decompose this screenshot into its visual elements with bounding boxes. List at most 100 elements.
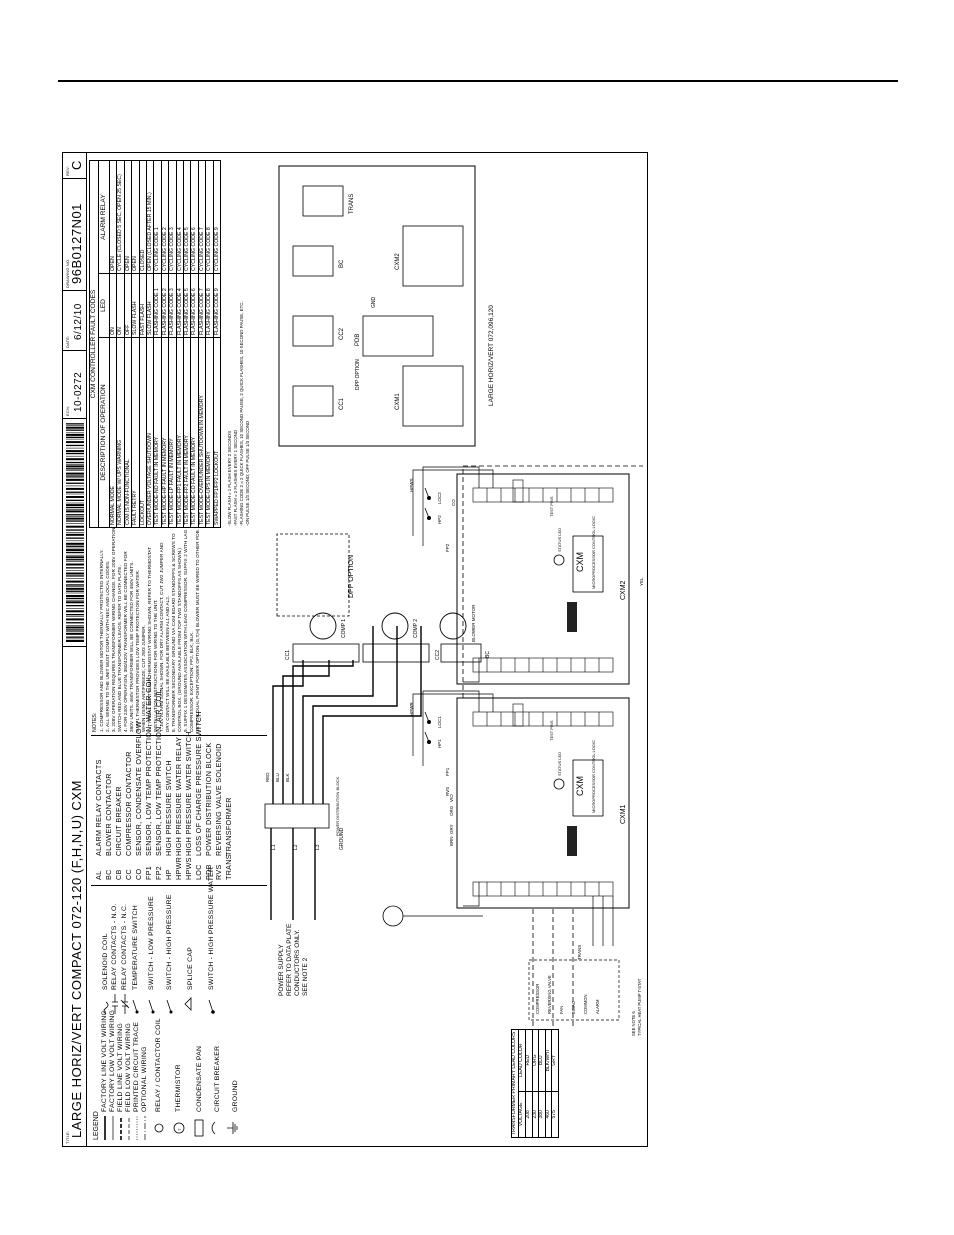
barcode-bar (66, 482, 84, 484)
abbr-8: HPWRHIGH PRESSURE WATER RELAY (174, 736, 183, 880)
note-line: 8. TRANSFORMER SECONDARY GROUND VIA CXM … (171, 533, 176, 732)
barcode-bar (66, 597, 84, 600)
barcode-bar (66, 561, 84, 562)
drawing-number-cell: DRAWING NO. 96B0127N01 (63, 178, 87, 290)
legend-condensate-pan: CONDENSATE PAN (196, 1045, 203, 1112)
barcode-bar (66, 429, 84, 431)
barcode-bar (66, 640, 84, 642)
barcode-bar (66, 567, 84, 569)
legend-factory-line-volt: FACTORY LINE VOLT WIRING (101, 1009, 108, 1112)
legend-optional-wiring: OPTIONAL WIRING (141, 1046, 148, 1112)
barcode-bar (66, 575, 84, 577)
note-line: CONTROL BOX. (GROUND AVAILABLE FROM TOP … (177, 547, 182, 732)
barcode-bar (66, 485, 84, 487)
legend-splice-cap: SPLICE CAP (187, 946, 194, 990)
tstat-terminal: COMPRESSOR (535, 984, 540, 1014)
pdb-label: POWER DISTRIBUTION BLOCK (335, 777, 340, 836)
bc-label: BC (485, 651, 491, 658)
panel-cc1: CC1 (339, 397, 345, 410)
barcode-bar (66, 438, 84, 440)
fault-footnote: -SLOW FLASH = 1 FLASH EVERY 2 SECONDS (227, 430, 232, 526)
notes-title: NOTES: (92, 712, 98, 732)
barcode-bar (66, 509, 84, 510)
barcode-bar (66, 625, 84, 626)
cxm2-board (456, 473, 630, 685)
wire-color-red: RED (265, 772, 270, 782)
terminal-label: GROUND (339, 827, 345, 850)
barcode-bar (66, 493, 84, 495)
barcode-bar (66, 618, 84, 621)
barcode-bar (66, 613, 84, 616)
pdb-block (264, 803, 330, 829)
legend-high-pressure: SWITCH - HIGH PRESSURE (166, 894, 173, 990)
note-line: 7. 24V ALARM SIGNAL SHOWN. FOR DRY ALARM… (159, 542, 164, 732)
barcode-bar (66, 572, 84, 575)
barcode-bar (66, 504, 84, 507)
barcode-bar (66, 487, 84, 490)
legend-low-pressure: SWITCH - LOW PRESSURE (148, 896, 155, 990)
fault-code-table: CXM CONTROLLER FAULT CODES DESCRIPTION O… (89, 160, 221, 528)
panel-cxm1: CXM1 (395, 393, 401, 410)
hp2-label: HP2 (437, 515, 442, 524)
barcode-bar (66, 537, 84, 539)
barcode-bar (66, 447, 84, 449)
tstat-terminal: ALARM (595, 999, 600, 1014)
power-supply-label: POWER SUPPLY (278, 944, 285, 996)
barcode-bar (66, 547, 84, 549)
abbr-11: PDBPOWER DISTRIBUTION BLOCK (204, 742, 213, 880)
abbr-4: COSENSOR, CONDENSATE OVERFLOW (134, 721, 143, 880)
barcode-bar (66, 514, 84, 516)
power-supply-label: SEE NOTE 2 (302, 957, 309, 996)
legend-factory-low-volt: FACTORY LOW VOLT WIRING (109, 1009, 116, 1112)
fault-footnote: -FAST FLASH = 2 FLASHES EVERY 1 SECOND (233, 429, 238, 526)
dpp-option-label: DPP OPTION (348, 555, 355, 598)
legend-field-line-volt: FIELD LINE VOLT WIRING (117, 1022, 124, 1112)
cxm1-board-name: CXM (575, 776, 585, 796)
cxm1-micro-label: MICROPROCESSOR CONTROL LOGIC (591, 740, 596, 813)
hpws-label: HPWS (409, 479, 414, 493)
note-line: 380V UNITS. 460V TRANSFORMER WILL BE CON… (129, 561, 134, 732)
abbr-3: CCCOMPRESSOR CONTACTOR (124, 751, 133, 880)
ecn-number: 10-0272 (73, 371, 84, 412)
legend-field-low-volt: FIELD LOW VOLT WIRING (125, 1022, 132, 1112)
barcode-bar (66, 599, 84, 601)
note-line: 10. FOR DUAL POINT POWER OPTION (G,T,H) … (195, 528, 200, 732)
comp1-symbol (309, 612, 337, 640)
wiring-diagram-sheet: TITLE: LARGE HORIZ/VERT COMPACT 072-120 … (62, 152, 648, 1147)
revision-letter: C (69, 160, 84, 170)
loc2-label: LOC2 (437, 492, 442, 504)
barcode-bar (66, 563, 84, 566)
panel-trans: TRANS (349, 194, 355, 214)
barcode-bar (66, 464, 84, 465)
cxm2-micro-label: MICROPROCESSOR CONTROL LOGIC (591, 516, 596, 589)
cxm1-label: CXM1 (620, 804, 627, 824)
legend-relay-no: RELAY CONTACTS - N.O. (111, 903, 118, 990)
barcode-bar (66, 502, 84, 504)
wiring-schematic: POWER SUPPLY REFER TO DATA PLATE CONDUCT… (264, 165, 644, 1036)
revision-cell: REV: C (63, 153, 87, 178)
legend-printed-circuit: PRINTED CIRCUIT TRACE (133, 1021, 140, 1112)
barcode-bar (66, 461, 84, 464)
comp1-label: COMP 1 (341, 619, 347, 638)
thermostat-note: SEE NOTE 6 (631, 1011, 636, 1036)
cc1-label: CC1 (285, 650, 291, 660)
barcode-bar (66, 549, 84, 552)
tstat-terminal: COMMON (583, 994, 588, 1014)
panel-cxm2: CXM2 (395, 253, 401, 270)
barcode-bar (66, 468, 84, 470)
drawing-title: LARGE HORIZ/VERT COMPACT 072-120 (F,H,N,… (69, 780, 84, 1138)
title-cell: TITLE: LARGE HORIZ/VERT COMPACT 072-120 … (63, 646, 87, 1146)
barcode-bar (66, 601, 84, 604)
legend-symbols-right (103, 994, 215, 1015)
legend-circuit-breaker: CIRCUIT BREAKER (214, 1045, 221, 1112)
barcode-bar (66, 452, 84, 455)
cxm1-dip-switch (567, 826, 577, 856)
barcode-bar (66, 629, 84, 631)
barcode-bar (66, 517, 84, 520)
thermostat-block (528, 959, 620, 1021)
